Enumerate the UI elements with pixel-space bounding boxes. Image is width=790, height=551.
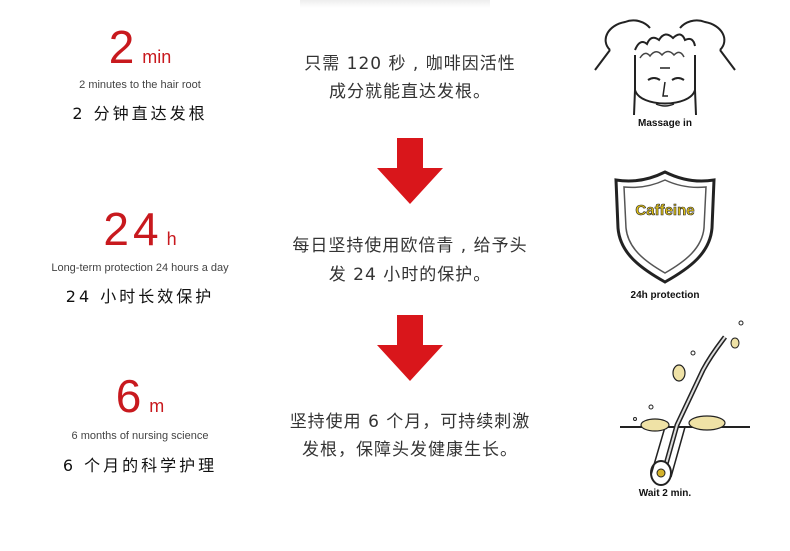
massage-head-icon <box>594 19 736 116</box>
hair-follicle-icon <box>620 320 750 486</box>
desc-line: 发 24 小时的保护。 <box>328 265 492 285</box>
arrow-down-icon <box>377 138 443 204</box>
illustration-caption: Wait 2 min. <box>638 488 692 499</box>
desc-line: 发根，保障头发健康生长。 <box>302 440 518 460</box>
stat-number: 6 <box>115 370 146 422</box>
illustration-caption: Massage in <box>638 118 692 129</box>
stat-unit: m <box>149 396 165 416</box>
stat-english: 6 months of nursing science <box>71 430 209 442</box>
illustration-caption: 24h protection <box>630 290 700 301</box>
stat-unit: min <box>142 47 172 67</box>
stat-english: Long-term protection 24 hours a day <box>51 262 229 274</box>
stat-english: 2 minutes to the hair root <box>79 79 201 91</box>
caffeine-shield-icon: Caffeine <box>614 170 716 284</box>
stat-chinese: 6 个月的科学护理 <box>62 456 218 475</box>
desc-line: 坚持使用 6 个月，可持续刺激 <box>289 412 531 432</box>
desc-line: 每日坚持使用欧倍青 , 给予头 <box>292 236 528 256</box>
stat-chinese: 24 小时长效保护 <box>65 287 215 306</box>
stat-number: 24 <box>103 203 163 255</box>
arrow-down-icon <box>377 315 443 381</box>
shield-text: Caffeine <box>635 202 694 219</box>
desc-line: 只需 120 秒 , 咖啡因活性 <box>304 54 516 74</box>
stat-number: 2 <box>108 21 139 73</box>
desc-line: 成分就能直达发根。 <box>329 82 491 102</box>
stat-unit: h <box>166 229 177 249</box>
top-decoration <box>300 0 490 8</box>
stat-chinese: 2 分钟直达发根 <box>72 104 208 123</box>
